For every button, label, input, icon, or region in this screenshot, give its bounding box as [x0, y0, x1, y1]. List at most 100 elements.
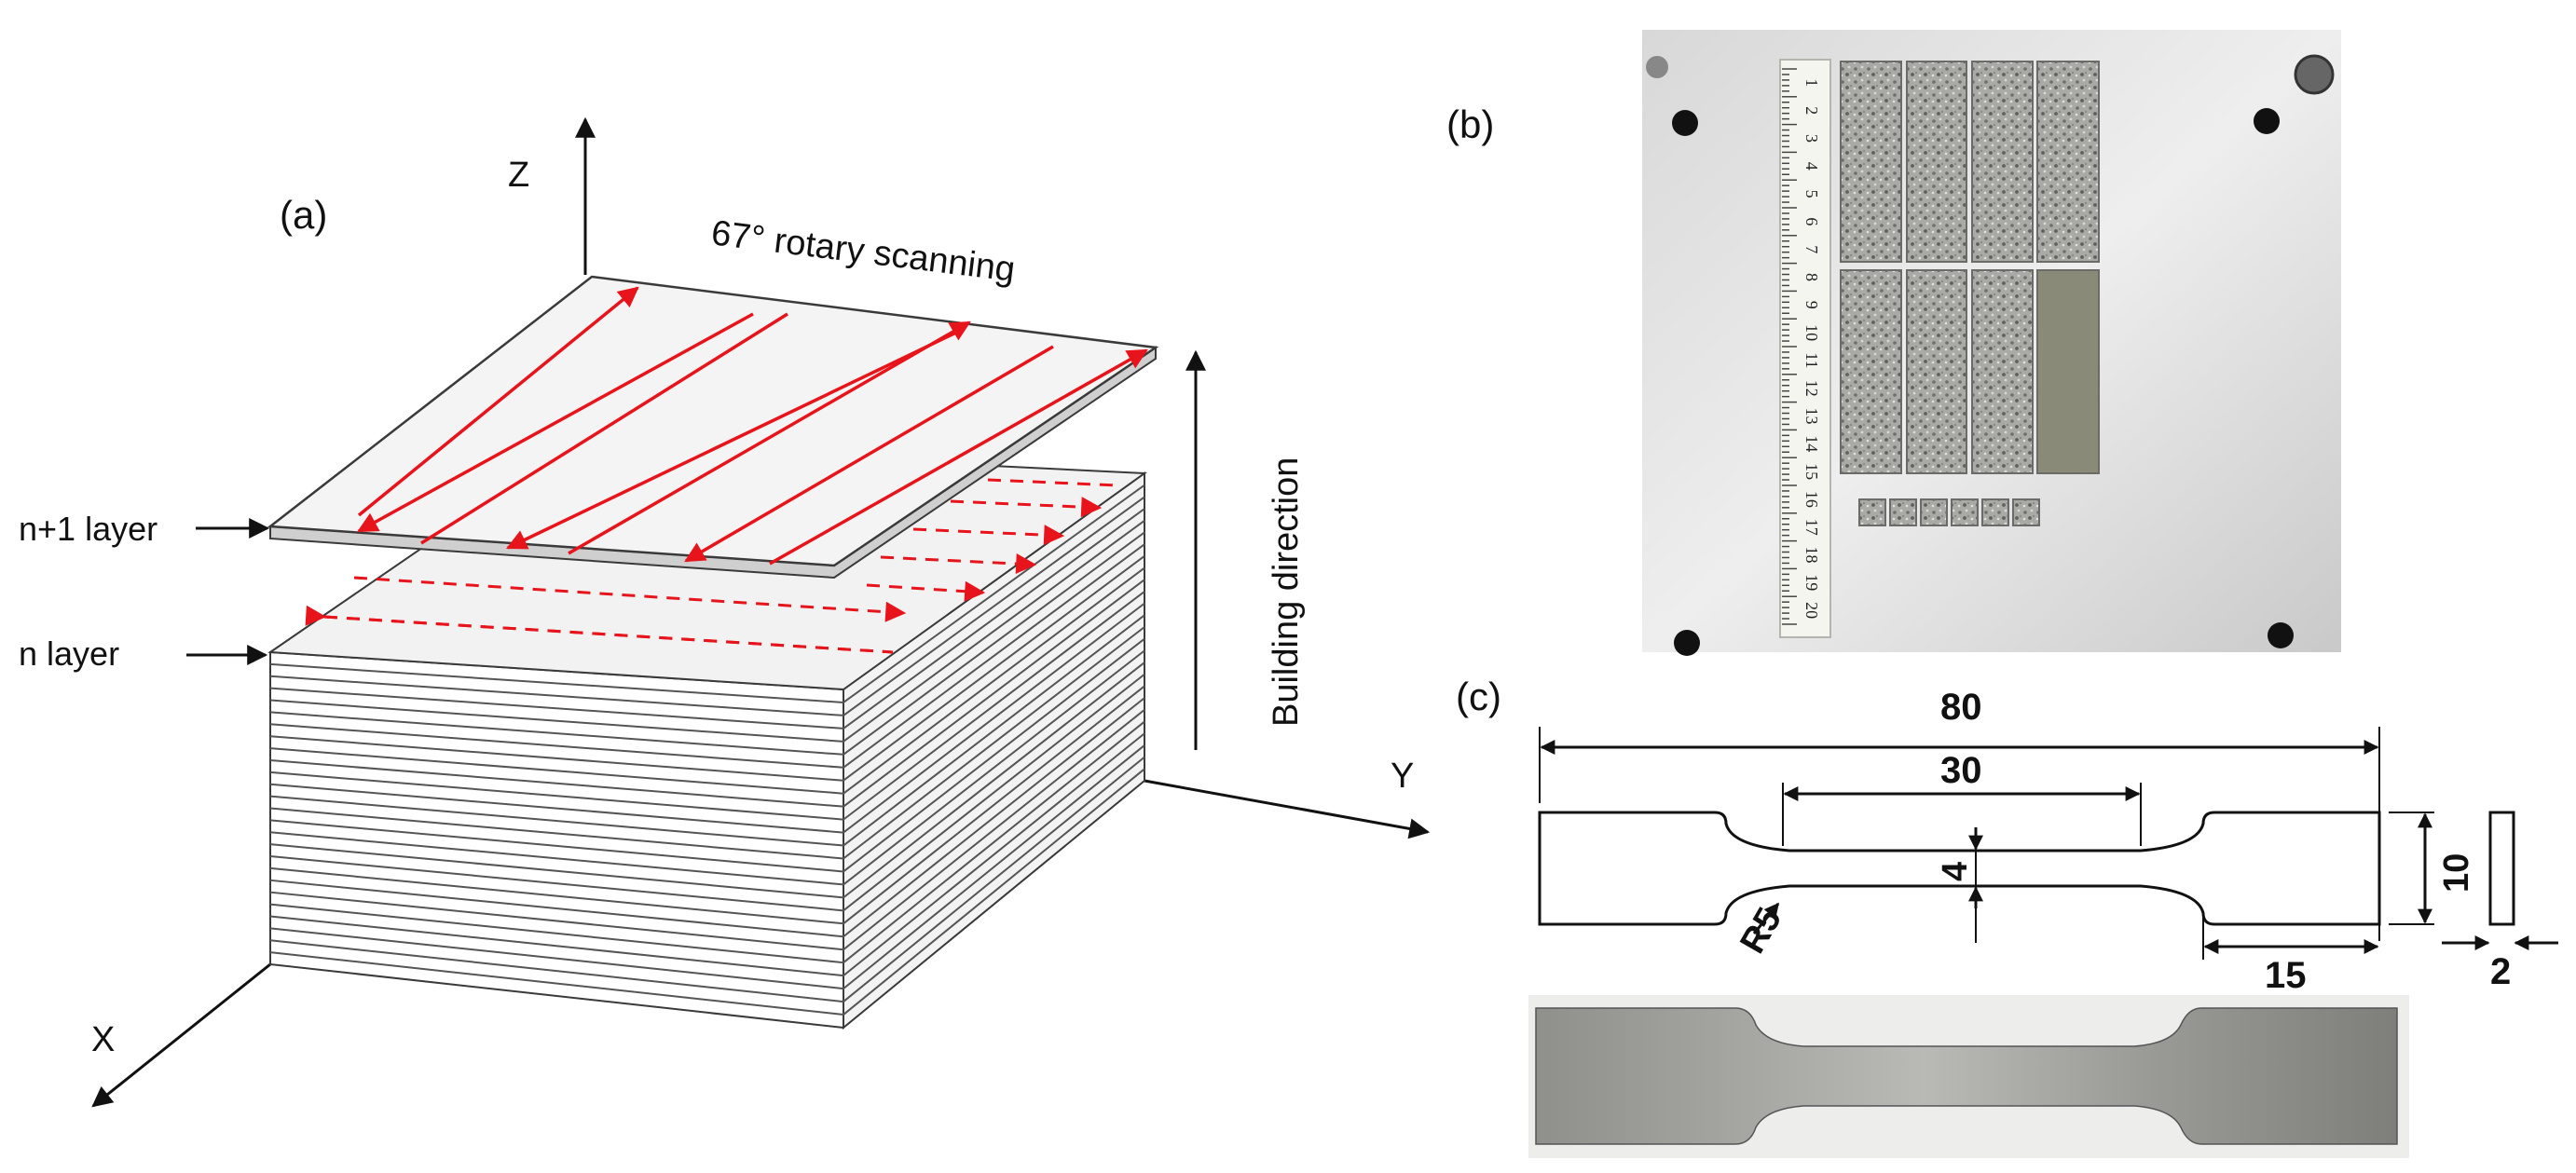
- stack-layer-line: [269, 675, 844, 716]
- ruler-number: 1: [1802, 78, 1821, 87]
- y-axis: [1144, 779, 1431, 839]
- dim-gauge-length: 30: [1940, 750, 1982, 791]
- ruler-number: 7: [1802, 245, 1821, 253]
- ruler-number: 4: [1802, 162, 1821, 170]
- printed-bar: [1971, 61, 2034, 263]
- ruler-ticks: [1782, 68, 1797, 625]
- stack-layer-line: [843, 673, 1145, 912]
- stack-layer-line: [843, 697, 1145, 938]
- n-layer-scan-lines: [305, 478, 1119, 654]
- stack-layer-line: [269, 735, 844, 782]
- plate-screw: [1646, 56, 1668, 78]
- dim-grip-length: 15: [2265, 955, 2307, 996]
- stack-layer-line: [843, 484, 1145, 703]
- panel-b-label: (b): [1446, 102, 1494, 146]
- small-cube: [1920, 498, 1948, 526]
- stack-layer-line: [843, 732, 1145, 976]
- stack-layer-line: [269, 855, 844, 912]
- dim-grip-height: 10: [2437, 853, 2476, 893]
- n-plus-1-layer: [267, 275, 1159, 580]
- stack-layer-line: [843, 566, 1145, 795]
- x-axis: [91, 962, 271, 1108]
- stack-layer-line: [843, 555, 1145, 782]
- ruler-number: 9: [1802, 301, 1821, 309]
- ruler-number: 6: [1802, 217, 1821, 225]
- panel-a-label: (a): [280, 193, 327, 237]
- stack-layer-line: [269, 711, 844, 756]
- n-plus-1-layer-label: n+1 layer: [19, 510, 158, 548]
- stack-layer-line: [269, 699, 844, 743]
- ruler-number: 8: [1802, 273, 1821, 281]
- z-axis-label: Z: [508, 156, 529, 195]
- printed-bar: [2036, 61, 2100, 263]
- stack-layer-line: [843, 709, 1145, 951]
- dim-gauge-width: 4: [1936, 862, 1975, 881]
- ruler-number: 18: [1802, 547, 1821, 564]
- ruler-number: 11: [1802, 352, 1821, 368]
- stack-layer-line: [269, 662, 844, 703]
- plate-hole: [2254, 108, 2280, 134]
- plate-hole: [1674, 630, 1700, 656]
- small-cube: [1951, 498, 1979, 526]
- ruler-number: 15: [1802, 463, 1821, 480]
- n-plus-1-scan-lines: [357, 286, 1148, 566]
- stack-layer-line: [269, 723, 844, 769]
- stack-layer-line: [269, 939, 844, 1003]
- x-axis-label: X: [91, 1020, 115, 1059]
- ruler-number: 2: [1802, 106, 1821, 115]
- stack-layer-line: [269, 807, 844, 860]
- ruler-number: 3: [1802, 134, 1821, 143]
- stack-layer-line: [843, 685, 1145, 925]
- plate-screw: [2294, 54, 2335, 95]
- stack-layer-line: [843, 496, 1145, 716]
- ruler-number: 13: [1802, 408, 1821, 425]
- tensile-specimen-photo: [1528, 995, 2409, 1158]
- ruler-number: 12: [1802, 380, 1821, 397]
- ruler-number: 17: [1802, 519, 1821, 536]
- scan-label: 67° rotary scanning: [709, 213, 1018, 290]
- thickness-side-view: [2488, 811, 2515, 926]
- printed-bar-dark: [2036, 269, 2100, 474]
- stack-layer-line: [843, 519, 1145, 743]
- printed-bar: [1971, 269, 2034, 474]
- stack-layer-line: [269, 843, 844, 899]
- plate-top: [267, 275, 1159, 567]
- stack-layer-line: [843, 637, 1145, 873]
- stack-layer-line: [843, 662, 1145, 899]
- small-cubes: [1858, 498, 2040, 526]
- stack-layer-line: [269, 819, 844, 873]
- stack-layer-line: [843, 626, 1145, 860]
- printed-bar: [1840, 269, 1902, 474]
- stack-layer-line: [269, 927, 844, 990]
- dim-r5-arrow: [1752, 902, 1780, 934]
- dim-overall-length: 80: [1940, 687, 1982, 728]
- dim-fillet-radius: R5: [1733, 901, 1789, 960]
- stack-layer-line: [269, 903, 844, 964]
- stack-layer-line: [269, 758, 844, 808]
- panel-c: (c) 80 30 4 R5 10 15 2: [1456, 675, 2558, 1158]
- n-layer-label: n layer: [19, 634, 119, 673]
- ruler-number: 19: [1802, 574, 1821, 591]
- printed-bar: [1906, 269, 1967, 474]
- stack-layer-line: [269, 831, 844, 886]
- ruler-number: 5: [1802, 190, 1821, 198]
- small-cube: [1889, 498, 1917, 526]
- stack-layer-line: [269, 866, 844, 925]
- stack-layer-line: [843, 508, 1145, 730]
- stack-layer-line: [843, 543, 1145, 769]
- stack-layer-line: [269, 915, 844, 977]
- stack-layer-line: [843, 720, 1145, 963]
- stack-layer-line: [843, 531, 1145, 756]
- plate-hole: [2268, 622, 2294, 648]
- printed-bar: [1840, 61, 1902, 263]
- building-direction-label: Building direction: [1267, 457, 1306, 727]
- stack-layer-line: [269, 747, 844, 795]
- specimen-metal: [1535, 1007, 2398, 1145]
- ruler-number: 10: [1802, 324, 1821, 341]
- panel-a: (a) Z Y X 67° rotary scanning Building d…: [19, 116, 1431, 1108]
- small-cube: [1981, 498, 2009, 526]
- stack-layer-line: [269, 687, 844, 730]
